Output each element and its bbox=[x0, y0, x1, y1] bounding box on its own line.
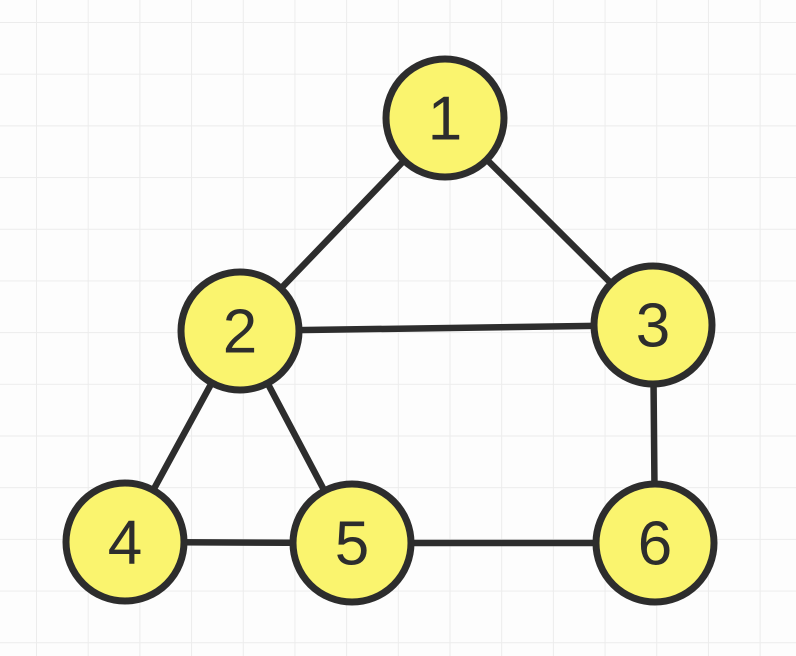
node-circle-5[interactable] bbox=[289, 480, 415, 606]
graph-node-6[interactable]: 6 bbox=[592, 480, 718, 606]
node-circle-6[interactable] bbox=[592, 480, 718, 606]
graph-node-2[interactable]: 2 bbox=[177, 268, 303, 394]
graph-node-4[interactable]: 4 bbox=[62, 479, 188, 605]
node-circle-2[interactable] bbox=[177, 268, 303, 394]
graph-node-3[interactable]: 3 bbox=[590, 262, 716, 388]
node-circle-3[interactable] bbox=[590, 262, 716, 388]
edge-2-3[interactable] bbox=[236, 321, 657, 335]
graph-node-5[interactable]: 5 bbox=[289, 480, 415, 606]
node-circle-1[interactable] bbox=[382, 55, 508, 181]
graph-node-1[interactable]: 1 bbox=[382, 55, 508, 181]
node-circle-4[interactable] bbox=[62, 479, 188, 605]
